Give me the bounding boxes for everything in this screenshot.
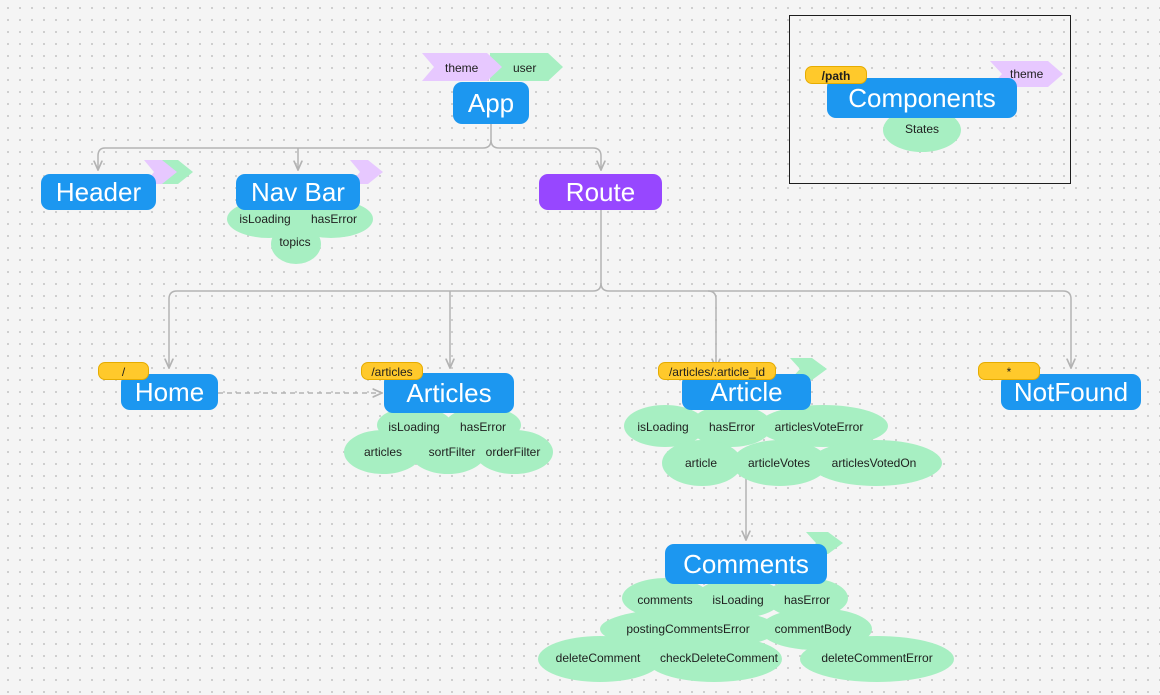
navbar-state-topics: topics	[279, 235, 311, 249]
comments-state-bubble	[646, 636, 782, 682]
comments-node: Comments	[665, 544, 827, 584]
edge-route-right	[600, 282, 1071, 368]
comments-state-comments: comments	[637, 593, 693, 607]
comments-state-deletecomment: deleteComment	[555, 651, 641, 665]
home-path-tag: /	[98, 362, 149, 380]
edge-app-down	[98, 124, 492, 170]
articles-state-bubble	[410, 430, 486, 474]
navbar-state-isloading: isLoading	[239, 212, 291, 226]
article-path-tag: /articles/:article_id	[658, 362, 776, 380]
app-context-theme-label: theme	[445, 61, 479, 75]
comments-state-checkdeletecomment: checkDeleteComment	[659, 651, 779, 665]
article-state-articlesvotedon: articlesVotedOn	[831, 456, 917, 470]
header-node: Header	[41, 174, 156, 210]
legend-component-node: Components	[827, 78, 1017, 118]
comments-state-bubble	[538, 636, 662, 682]
legend-context-label: theme	[1010, 67, 1044, 81]
comments-state-bubble	[800, 636, 954, 682]
app-node: App	[453, 82, 529, 124]
legend-box	[789, 15, 1071, 184]
articles-state-bubble	[344, 430, 422, 474]
article-state-articlesvoteerror: articlesVoteError	[774, 420, 864, 434]
context-theme-ribbon	[422, 53, 502, 81]
navbar-state-bubble	[271, 224, 321, 264]
article-node: Article	[682, 374, 811, 410]
edge-route-article	[707, 290, 716, 368]
comments-state-isloading: isLoading	[712, 593, 764, 607]
comments-state-deletecommenterror: deleteCommentError	[821, 651, 933, 665]
edge-app-route	[490, 139, 601, 170]
article-state-haserror: hasError	[708, 420, 756, 434]
article-state-bubble	[810, 440, 942, 486]
context-user-ribbon	[490, 53, 563, 81]
articles-state-sortfilter: sortFilter	[428, 445, 476, 459]
navbar-node: Nav Bar	[236, 174, 360, 210]
app-context-user-label: user	[513, 61, 537, 75]
articles-state-haserror: hasError	[459, 420, 507, 434]
article-state-isloading: isLoading	[637, 420, 689, 434]
edge-route-down	[169, 210, 602, 368]
comments-state-postingcommentserror: postingCommentsError	[626, 622, 750, 636]
comments-state-haserror: hasError	[783, 593, 831, 607]
articles-state-bubble	[475, 430, 553, 474]
notfound-path-tag: *	[978, 362, 1040, 380]
article-state-article: article	[684, 456, 718, 470]
route-node: Route	[539, 174, 662, 210]
articles-state-articles: articles	[363, 445, 403, 459]
articles-state-orderfilter: orderFilter	[485, 445, 541, 459]
home-node: Home	[121, 374, 218, 410]
notfound-node: NotFound	[1001, 374, 1141, 410]
article-state-articlevotes: articleVotes	[747, 456, 811, 470]
article-state-bubble	[662, 440, 742, 486]
comments-state-commentbody: commentBody	[774, 622, 852, 636]
navbar-state-haserror: hasError	[310, 212, 358, 226]
legend-path-tag: /path	[805, 66, 867, 84]
articles-path-tag: /articles	[361, 362, 423, 380]
legend-state-label: States	[904, 122, 940, 136]
articles-state-isloading: isLoading	[388, 420, 440, 434]
